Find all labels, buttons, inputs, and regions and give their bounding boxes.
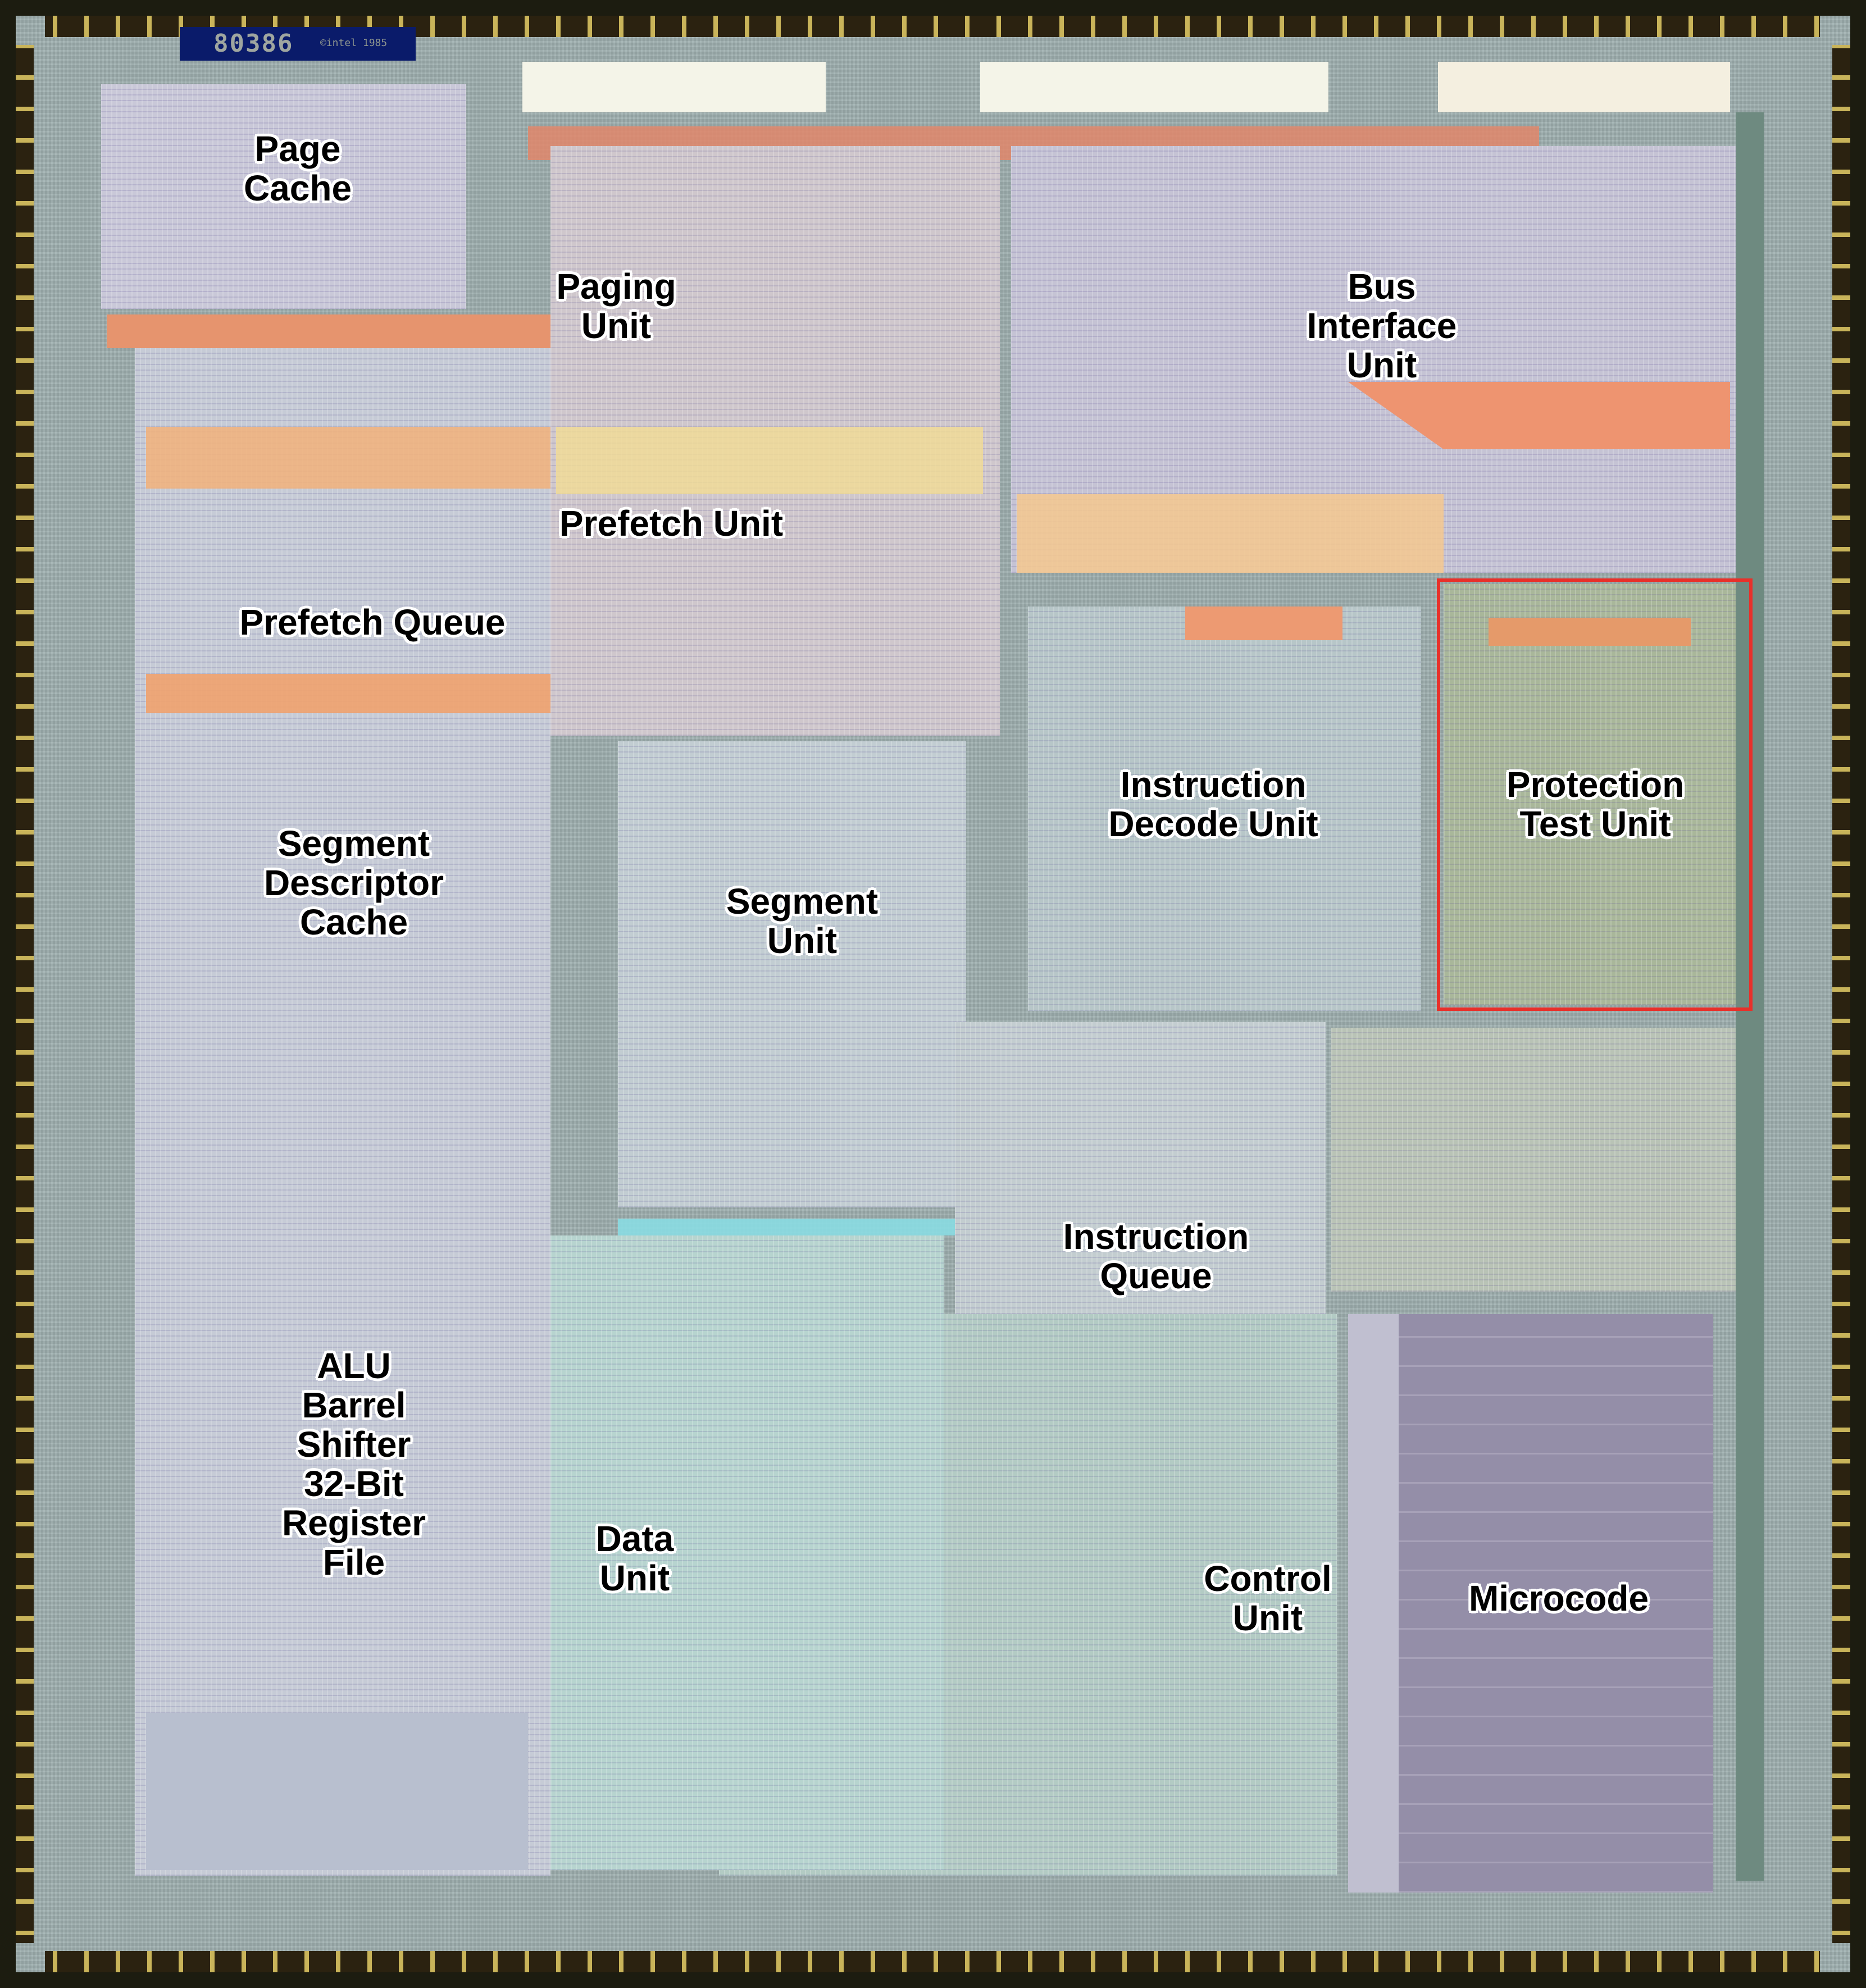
label-line: 32-Bit: [304, 1463, 404, 1504]
io-strip-top-3: [1438, 62, 1730, 112]
label-line: Unit: [1346, 345, 1417, 385]
protection-orange-strip: [1489, 618, 1691, 646]
page-cache-block: [101, 84, 466, 309]
label-line: Cache: [243, 168, 352, 208]
paging-yellow-band: [556, 427, 983, 494]
io-strip-top-2: [980, 62, 1328, 112]
prefetch-orange-band: [1017, 494, 1444, 573]
label-line: Decode Unit: [1108, 804, 1318, 844]
label-line: Interface: [1307, 306, 1457, 346]
label-prefetch-queue: Prefetch Queue: [239, 603, 505, 642]
label-line: Protection: [1506, 764, 1685, 805]
microcode-decoder-column: [1348, 1314, 1399, 1893]
label-page-cache: Page Cache: [244, 129, 352, 208]
decode-orange-strip: [1185, 607, 1342, 640]
label-line: Microcode: [1468, 1578, 1649, 1618]
die-marking-small-text: ©intel 1985: [320, 37, 388, 49]
label-line: Segment: [277, 823, 430, 864]
label-protection-test-unit: Protection Test Unit: [1507, 765, 1684, 843]
right-misc-logic: [1331, 1028, 1736, 1292]
label-line: Unit: [581, 306, 652, 346]
data-unit-block: [550, 1235, 944, 1870]
label-instruction-queue: Instruction Queue: [1063, 1217, 1249, 1296]
register-file-lower: [146, 1713, 528, 1870]
label-line: ALU: [317, 1346, 391, 1386]
label-bus-interface-unit: Bus Interface Unit: [1307, 267, 1457, 385]
label-prefetch-unit: Prefetch Unit: [559, 504, 783, 543]
die-marking-text: 80386: [213, 29, 294, 58]
label-line: Page: [254, 129, 341, 169]
protection-test-unit-highlight-box: [1437, 578, 1753, 1011]
label-microcode: Microcode: [1469, 1579, 1649, 1618]
io-strip-top-1: [522, 62, 826, 112]
label-line: Unit: [599, 1558, 670, 1598]
label-line: Paging: [556, 266, 676, 307]
label-line: Descriptor: [263, 863, 444, 903]
bond-pads-bottom: [45, 1951, 1820, 1973]
protection-test-block: [1444, 584, 1747, 1005]
label-line: File: [322, 1542, 385, 1583]
die-marking: 80386 ©intel 1985: [180, 27, 416, 61]
label-line: Test Unit: [1519, 804, 1671, 844]
label-line: Queue: [1100, 1256, 1212, 1296]
label-line: Unit: [767, 920, 838, 961]
prefetch-queue-orange-band: [146, 427, 550, 489]
label-line: Segment: [726, 881, 879, 922]
label-line: Unit: [1232, 1598, 1303, 1638]
label-line: Prefetch Queue: [239, 602, 506, 642]
segment-cache-orange-band: [146, 674, 550, 713]
label-line: Shifter: [297, 1424, 411, 1465]
segment-unit-block: [618, 741, 966, 1207]
label-paging-unit: Paging Unit: [556, 267, 676, 345]
label-alu-register-file: ALU Barrel Shifter 32-Bit Register File: [282, 1346, 426, 1582]
instruction-decode-block: [1028, 607, 1421, 1011]
label-data-unit: Data Unit: [596, 1519, 674, 1598]
label-line: Instruction: [1120, 764, 1307, 805]
label-line: Data: [595, 1519, 674, 1559]
label-line: Control: [1204, 1558, 1332, 1599]
label-line: Register: [281, 1503, 426, 1543]
instruction-queue-block: [955, 1022, 1326, 1314]
label-line: Bus: [1348, 266, 1416, 307]
label-control-unit: Control Unit: [1204, 1559, 1332, 1638]
label-line: Cache: [299, 902, 408, 942]
label-segment-unit: Segment Unit: [726, 882, 878, 960]
page-cache-metal: [107, 314, 556, 348]
microcode-rom-block: [1348, 1314, 1713, 1893]
label-instruction-decode-unit: Instruction Decode Unit: [1108, 765, 1318, 843]
label-line: Barrel: [302, 1385, 406, 1425]
left-datapath-column: [135, 348, 550, 1876]
label-line: Prefetch Unit: [559, 503, 784, 544]
label-line: Instruction: [1063, 1216, 1249, 1257]
label-segment-descriptor-cache: Segment Descriptor Cache: [264, 824, 444, 942]
